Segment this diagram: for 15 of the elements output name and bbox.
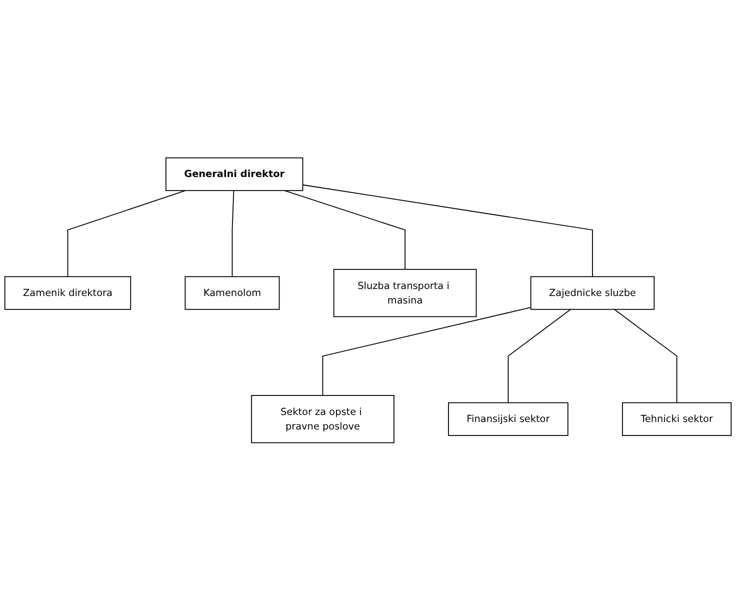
node-box: Zajednicke sluzbe [530,276,655,310]
connector [508,308,572,403]
node-box: Zamenik direktora [4,276,132,310]
node-box: Sektor za opste i pravne poslove [251,394,394,443]
connector [614,308,678,403]
node-box: Kamenolom [184,276,280,310]
connector [232,190,234,277]
node-box: Generalni direktor [165,157,304,191]
connector [284,190,406,270]
node-box: Tehnicki sektor [622,402,732,436]
connector [67,190,186,277]
connector [322,306,532,396]
connector [302,184,593,277]
node-box: Sluzba transporta i masina [333,268,477,317]
node-box: Finansijski sektor [448,402,568,436]
